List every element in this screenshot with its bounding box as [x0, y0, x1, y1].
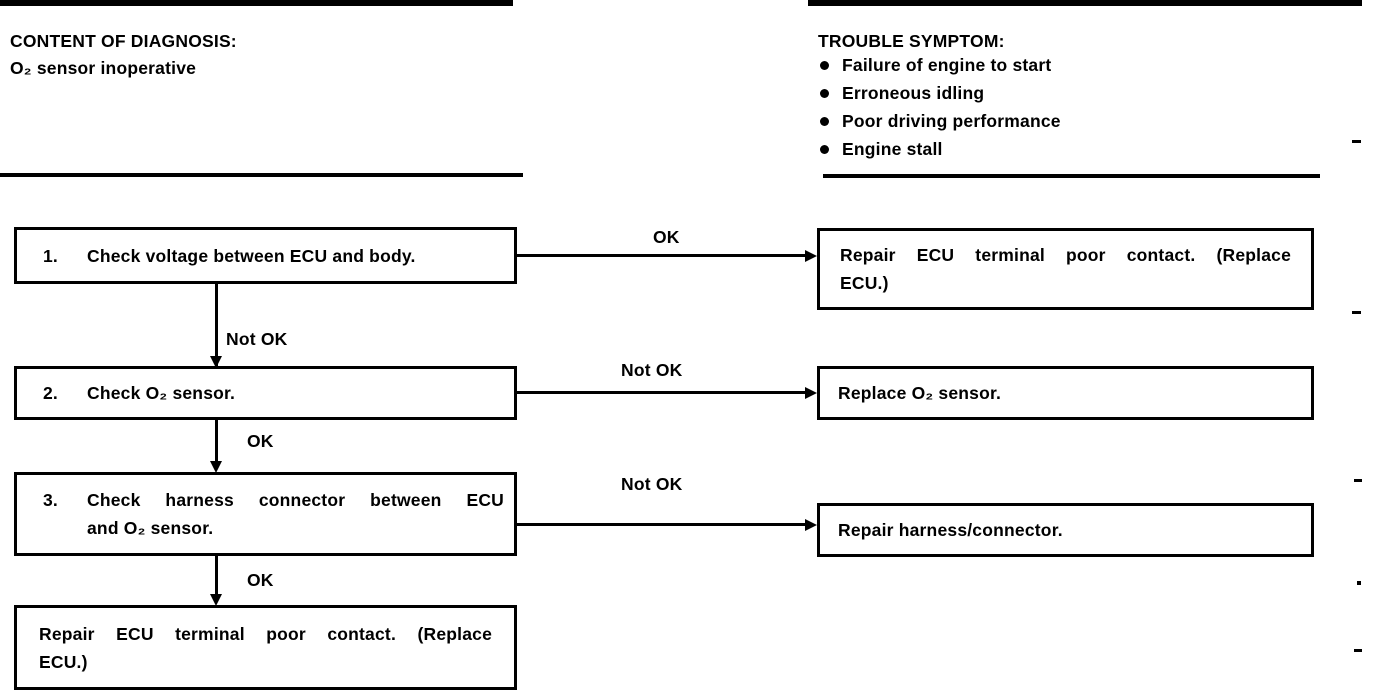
result-label-line: Repair harness/connector. — [838, 520, 1063, 540]
step-label-line: Check harness connector between ECU — [87, 490, 504, 510]
list-item: Poor driving performance — [820, 111, 1061, 139]
flow-result-3-box: Repair harness/connector. — [817, 503, 1314, 557]
connector-step2-step3 — [215, 420, 218, 464]
list-item: Engine stall — [820, 139, 1061, 167]
page-edge-tick — [1354, 649, 1362, 652]
list-item: Failure of engine to start — [820, 55, 1061, 83]
bullet-icon — [820, 145, 829, 154]
flow-step-1-box: 1. Check voltage between ECU and body. — [14, 227, 517, 284]
result-label-line: ECU.) — [840, 273, 889, 293]
top-rule-right — [808, 0, 1362, 6]
result-label: Repair harness/connector. — [838, 516, 1293, 544]
step-label-line: Check voltage between ECU and body. — [87, 245, 416, 266]
bullet-icon — [820, 117, 829, 126]
diagnosis-title: CONTENT OF DIAGNOSIS: — [10, 31, 237, 51]
arrowhead-down-icon — [210, 356, 222, 368]
step-number: 3. — [43, 490, 58, 510]
result-label-line: Replace O₂ sensor. — [838, 383, 1002, 403]
result-label: Repair ECU terminal poor contact. (Repla… — [840, 241, 1291, 297]
symptom-label: Poor driving performance — [842, 111, 1061, 131]
flow-result-1-box: Repair ECU terminal poor contact. (Repla… — [817, 228, 1314, 310]
arrowhead-down-icon — [210, 461, 222, 473]
symptom-label: Erroneous idling — [842, 83, 985, 103]
final-action-line: ECU.) — [39, 651, 88, 672]
trouble-symptom-title: TROUBLE SYMPTOM: — [818, 31, 1005, 51]
step-label: Check voltage between ECU and body. — [87, 242, 514, 270]
branch-label-step2-down: OK — [247, 431, 274, 451]
branch-label-step2-right: Not OK — [621, 360, 683, 380]
arrowhead-right-icon — [805, 518, 817, 531]
branch-label-step1-right: OK — [653, 227, 680, 247]
step-label-line: Check O₂ sensor. — [87, 383, 236, 403]
page-edge-tick — [1354, 479, 1362, 482]
symptom-label: Engine stall — [842, 139, 943, 159]
trouble-symptom-list: Failure of engine to start Erroneous idl… — [820, 55, 1061, 167]
connector-step2-result2 — [517, 391, 808, 394]
final-action-label: Repair ECU terminal poor contact. (Repla… — [39, 620, 492, 676]
symptom-label: Failure of engine to start — [842, 55, 1052, 75]
arrowhead-down-icon — [210, 594, 222, 606]
page-edge-tick — [1352, 311, 1361, 314]
flow-final-action-box: Repair ECU terminal poor contact. (Repla… — [14, 605, 517, 690]
mid-rule-left — [0, 173, 523, 177]
branch-label-step3-right: Not OK — [621, 474, 683, 494]
flow-result-2-box: Replace O₂ sensor. — [817, 366, 1314, 420]
branch-label-step3-down: OK — [247, 570, 274, 590]
mid-rule-right — [823, 174, 1320, 178]
step-label: Check harness connector between ECU and … — [87, 475, 514, 553]
step-number: 1. — [43, 245, 58, 266]
final-action-line: Repair ECU terminal poor contact. (Repla… — [39, 623, 492, 644]
page-edge-tick — [1352, 140, 1361, 143]
result-label-line: Repair ECU terminal poor contact. (Repla… — [840, 245, 1291, 265]
top-rule-left — [0, 0, 513, 6]
result-label: Replace O₂ sensor. — [838, 379, 1293, 407]
bullet-icon — [820, 61, 829, 70]
bullet-icon — [820, 89, 829, 98]
diagnosis-description: O₂ sensor inoperative — [10, 58, 197, 78]
step-number: 2. — [43, 383, 58, 403]
arrowhead-right-icon — [805, 249, 817, 262]
arrowhead-right-icon — [805, 386, 817, 399]
step-label-line: and O₂ sensor. — [87, 518, 214, 538]
list-item: Erroneous idling — [820, 83, 1061, 111]
connector-step1-result1 — [517, 254, 808, 257]
connector-step1-step2 — [215, 284, 218, 366]
connector-step3-final — [215, 556, 218, 596]
flow-step-2-box: 2. Check O₂ sensor. — [14, 366, 517, 420]
step-label: Check O₂ sensor. — [87, 379, 514, 407]
page-edge-tick — [1357, 581, 1361, 585]
branch-label-step1-down: Not OK — [226, 329, 288, 349]
flow-step-3-box: 3. Check harness connector between ECU a… — [14, 472, 517, 556]
connector-step3-result3 — [517, 523, 808, 526]
